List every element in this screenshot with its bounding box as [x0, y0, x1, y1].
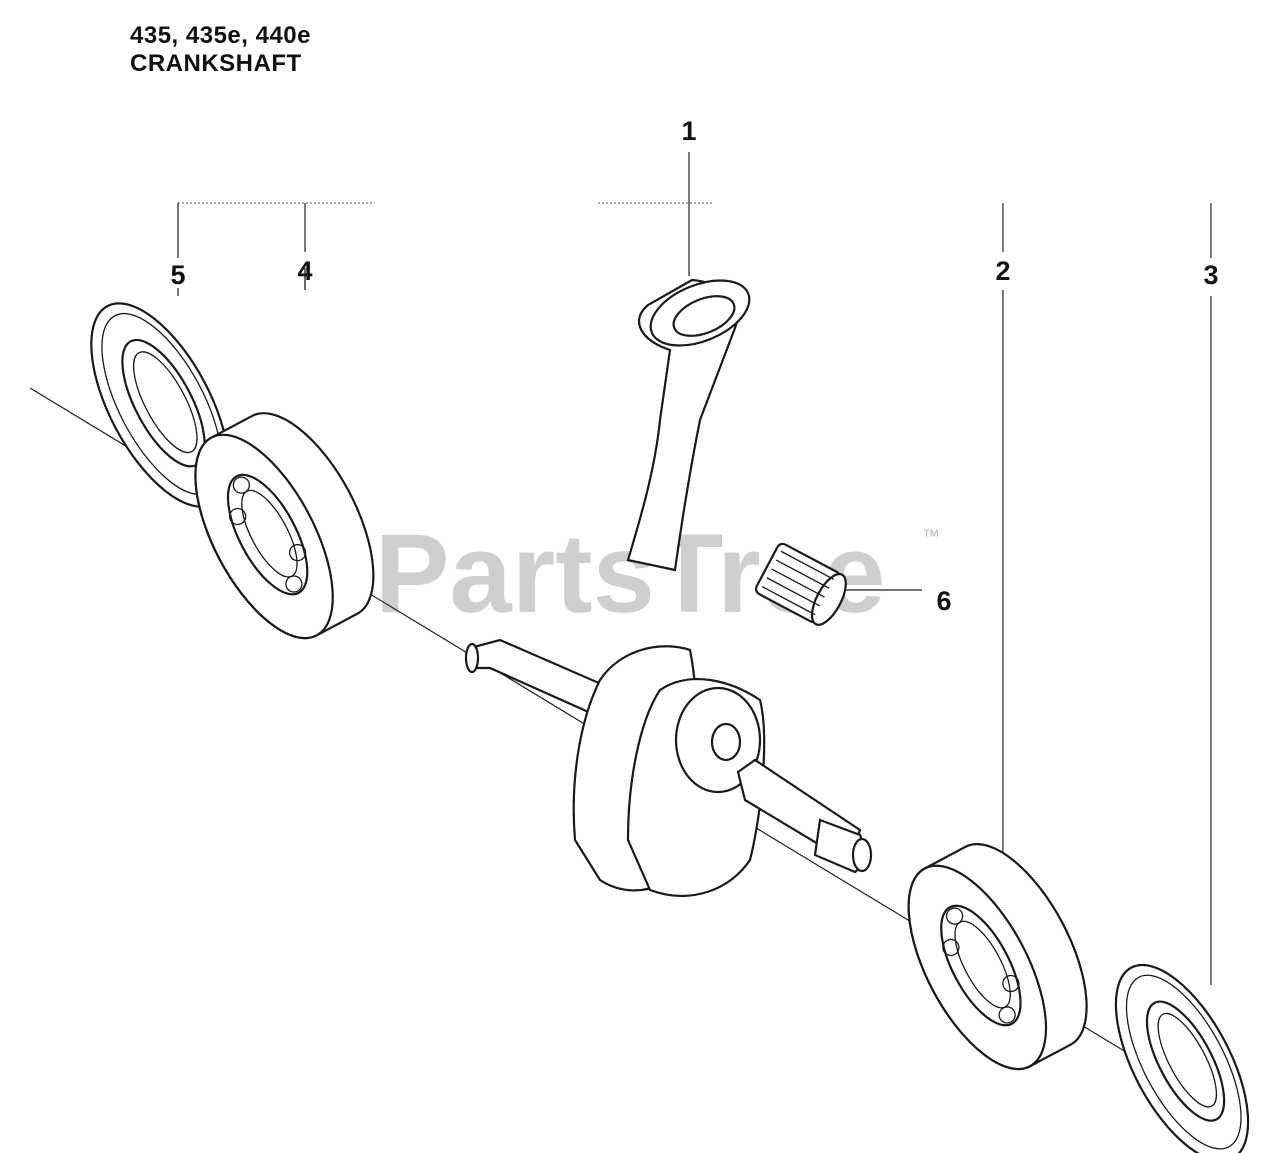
callout-4: 4 — [297, 256, 312, 286]
group-bracket-left — [177, 202, 375, 258]
callout-3: 3 — [1203, 260, 1218, 290]
diagram-section-title: CRANKSHAFT — [130, 50, 302, 77]
part-5-oil-seal — [90, 302, 230, 508]
part-3-oil-seal — [1114, 963, 1250, 1153]
callout-1: 1 — [681, 116, 696, 146]
part-4-ball-bearing — [194, 412, 375, 640]
callout-6: 6 — [936, 586, 951, 616]
crankshaft-assembly — [464, 638, 873, 897]
callout-5: 5 — [170, 260, 185, 290]
part-1-connecting-rod — [626, 278, 751, 572]
diagram-model-list: 435, 435e, 440e — [130, 22, 311, 49]
callout-2: 2 — [995, 256, 1010, 286]
watermark-trademark: ™ — [922, 526, 940, 546]
part-2-ball-bearing — [907, 843, 1088, 1071]
part-6-needle-bearing — [754, 542, 847, 626]
